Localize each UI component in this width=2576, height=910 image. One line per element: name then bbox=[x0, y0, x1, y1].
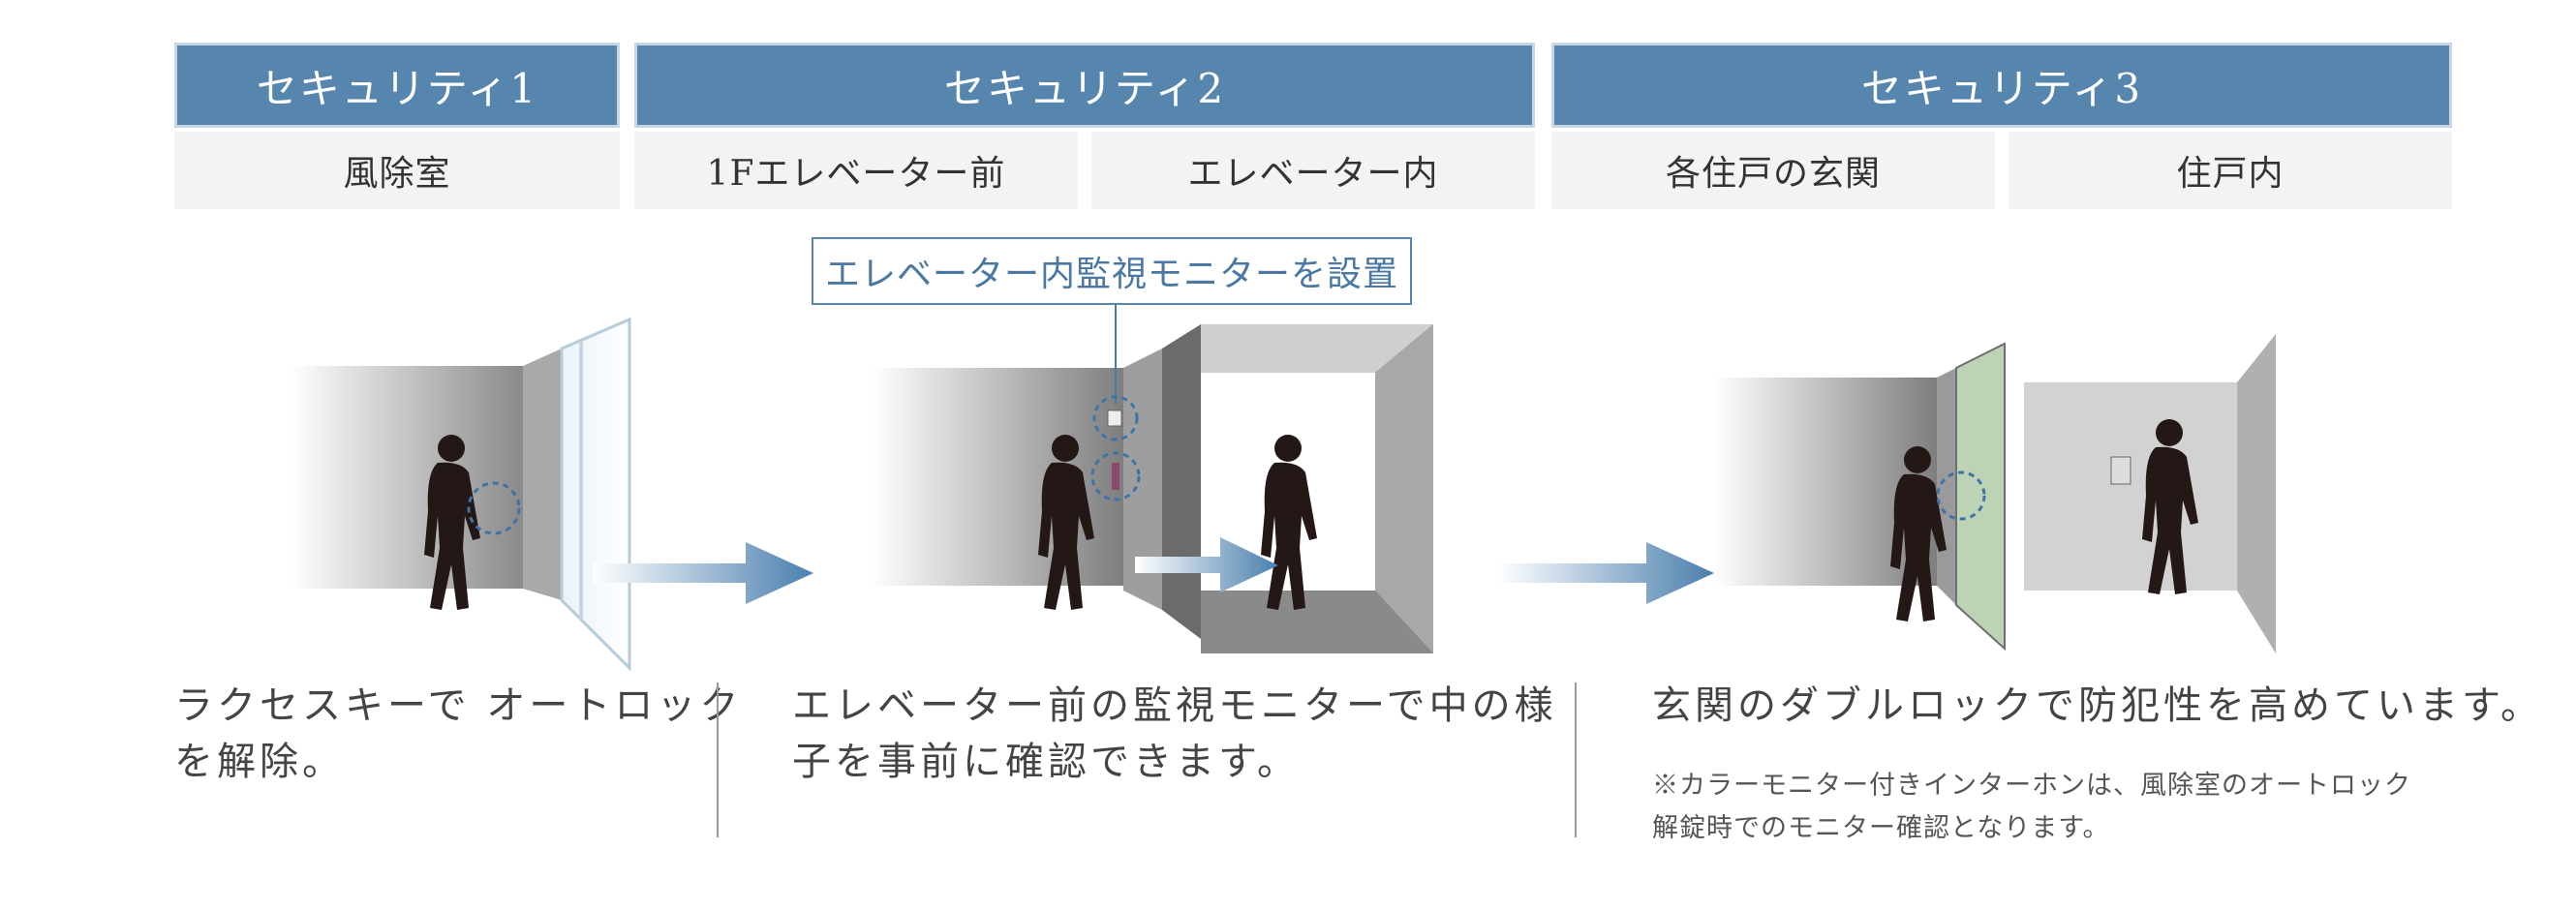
divider-2 bbox=[1575, 682, 1577, 837]
step-windbreak-room-label: 風除室 bbox=[343, 154, 451, 194]
header-security-2-label: セキュリティ2 bbox=[943, 64, 1226, 112]
step-elevator-inside-label: エレベーター内 bbox=[1187, 154, 1439, 194]
step-windbreak-room: 風除室 bbox=[174, 132, 620, 209]
description-3-line-1: 玄関のダブルロックで防犯性を高めています。 bbox=[1652, 683, 2543, 728]
callout-elevator-monitor: エレベーター内監視モニターを設置 bbox=[812, 237, 1412, 305]
description-1-line-2: を解除。 bbox=[174, 740, 345, 784]
callout-text: エレベーター内監視モニターを設置 bbox=[824, 255, 1398, 294]
scene2-monitor-highlight-icon bbox=[1092, 395, 1139, 441]
scene2-door-left bbox=[1162, 324, 1201, 639]
scene-entrance bbox=[1714, 334, 2276, 653]
header-security-1-label: セキュリティ1 bbox=[256, 64, 538, 112]
scene2-panel-highlight-icon bbox=[1090, 451, 1141, 501]
header-security-1: セキュリティ1 bbox=[174, 43, 620, 128]
scene1-back-wall bbox=[291, 366, 523, 589]
description-security-3: 玄関のダブルロックで防犯性を高めています。 bbox=[1652, 678, 2543, 734]
divider-1 bbox=[717, 682, 719, 837]
description-security-2: エレベーター前の監視モニターで中の様 子を事前に確認できます。 bbox=[792, 678, 1557, 790]
right-arrow-icon-2 bbox=[1135, 537, 1278, 592]
scene2-back-wall bbox=[872, 368, 1123, 586]
right-arrow-icon-1 bbox=[593, 542, 813, 604]
scene3-door bbox=[1955, 342, 2006, 652]
scene2-cabin-floor bbox=[1201, 591, 1433, 653]
header-security-2: セキュリティ2 bbox=[634, 43, 1535, 128]
scene2-ceiling bbox=[1201, 324, 1433, 373]
scene2-cabin-side bbox=[1375, 324, 1433, 653]
header-security-3: セキュリティ3 bbox=[1551, 43, 2452, 128]
step-entrance-label: 各住戸の玄関 bbox=[1665, 154, 1881, 194]
scene3-side-wall bbox=[1937, 368, 1956, 605]
header-security-3-label: セキュリティ3 bbox=[1860, 64, 2143, 112]
scene2-monitor-icon bbox=[1107, 410, 1122, 427]
scene-elevator bbox=[872, 305, 1433, 653]
step-elevator-front: 1Fエレベーター前 bbox=[634, 132, 1078, 209]
step-dwelling-inside-label: 住戸内 bbox=[2176, 154, 2285, 194]
scene1-dashed-circle-highlight-icon bbox=[467, 481, 521, 535]
footnote: ※カラーモニター付きインターホンは、風除室のオートロック 解錠時でのモニター確認… bbox=[1652, 765, 2411, 850]
step-entrance: 各住戸の玄関 bbox=[1551, 132, 1995, 209]
footnote-line-1: ※カラーモニター付きインターホンは、風除室のオートロック bbox=[1652, 771, 2411, 801]
step-elevator-front-label: 1Fエレベーター前 bbox=[706, 154, 1006, 194]
scene1-side-wall bbox=[523, 349, 562, 600]
scene1-glass-door bbox=[560, 317, 631, 672]
scene3-intercom-icon bbox=[2110, 456, 2131, 485]
scene3-lock-highlight-icon bbox=[1936, 470, 1986, 521]
scene3-room-side bbox=[2237, 334, 2276, 653]
step-elevator-inside: エレベーター内 bbox=[1091, 132, 1535, 209]
scene-windbreak-room bbox=[291, 317, 631, 672]
right-arrow-icon-3 bbox=[1499, 542, 1714, 604]
description-2-line-1: エレベーター前の監視モニターで中の様 bbox=[792, 683, 1557, 728]
scene2-side-wall bbox=[1123, 349, 1162, 610]
scene3-room-back bbox=[2024, 382, 2237, 591]
scene2-panel-icon bbox=[1112, 463, 1119, 490]
footnote-line-2: 解錠時でのモニター確認となります。 bbox=[1652, 813, 2110, 843]
description-1-line-1: ラクセスキーで オートロック bbox=[174, 683, 743, 728]
step-dwelling-inside: 住戸内 bbox=[2009, 132, 2452, 209]
description-2-line-2: 子を事前に確認できます。 bbox=[792, 740, 1300, 784]
description-security-1: ラクセスキーで オートロック を解除。 bbox=[174, 678, 742, 790]
